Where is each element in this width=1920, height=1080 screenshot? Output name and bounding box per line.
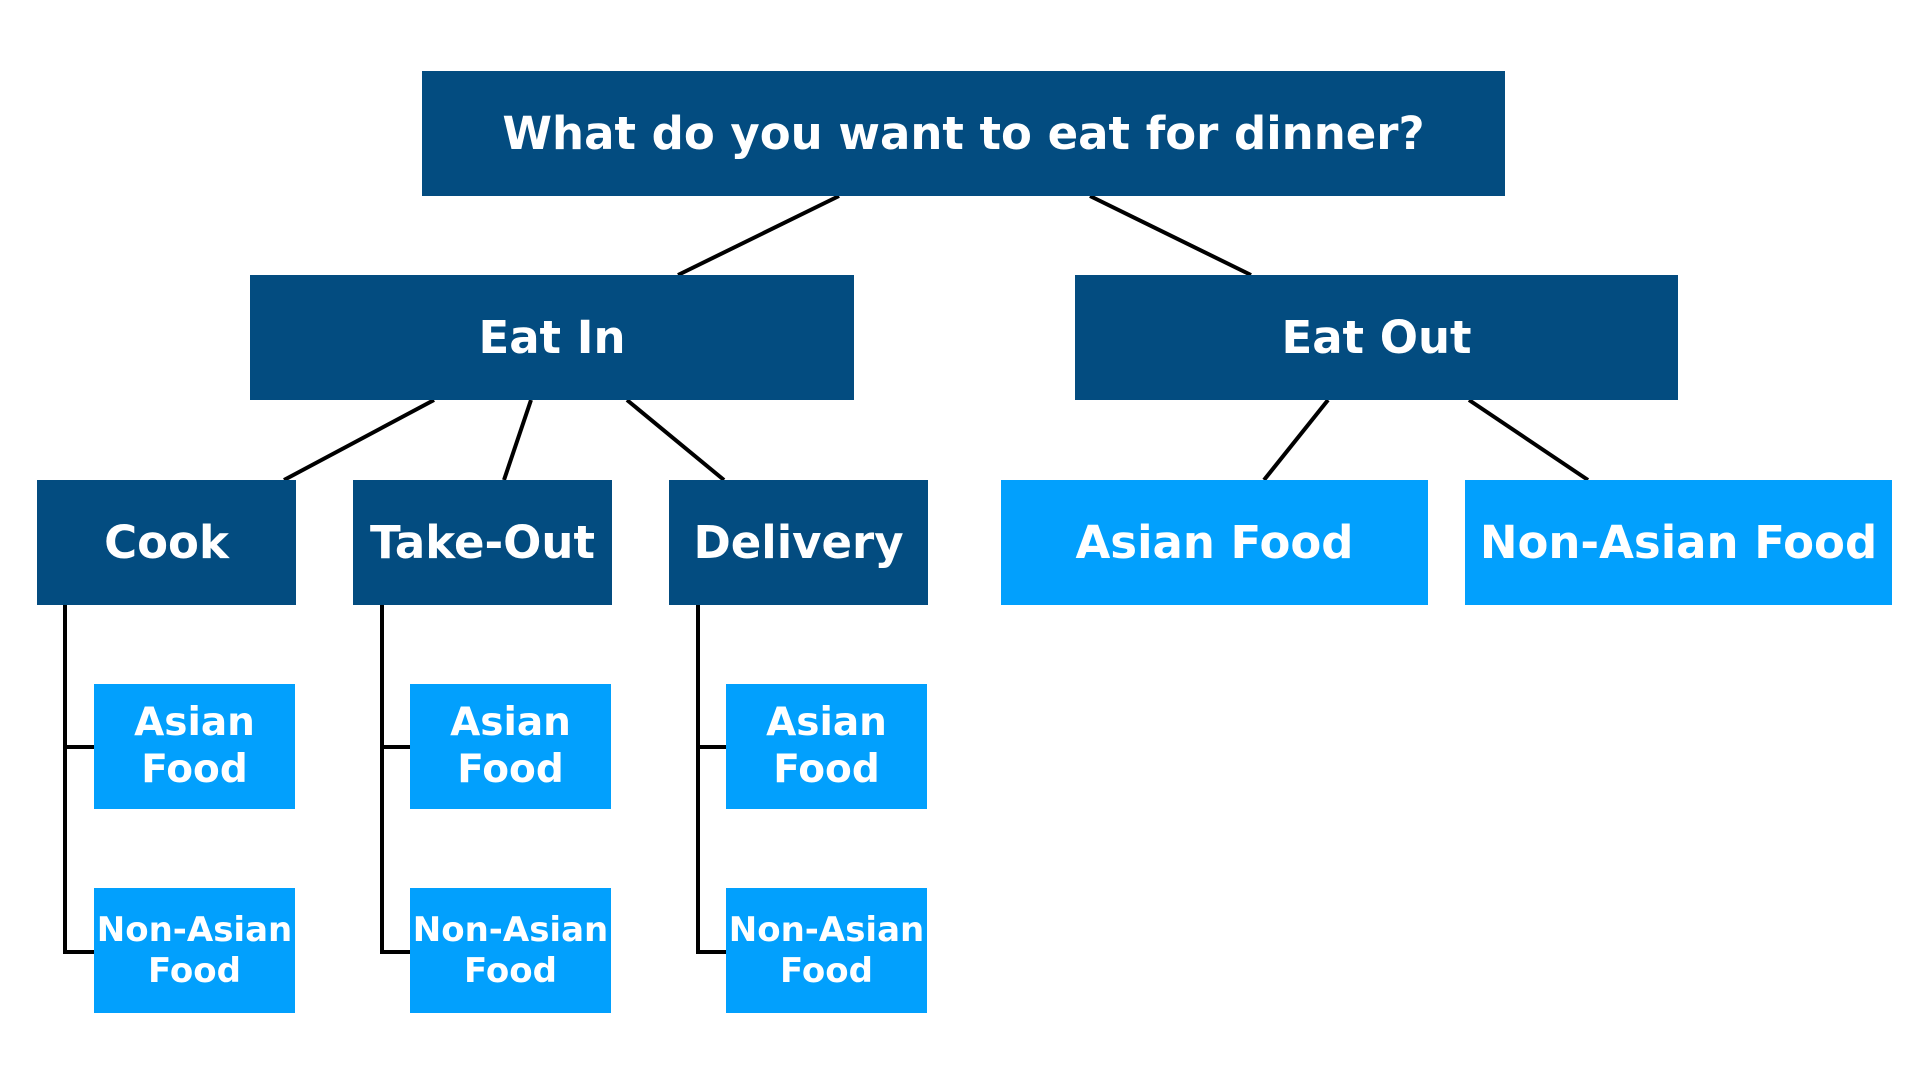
eat-in-label: Eat In: [478, 310, 626, 364]
root-question-label: What do you want to eat for dinner?: [502, 106, 1425, 160]
eat-in-box: Eat In: [250, 275, 854, 400]
connector-root-eat-out: [1089, 194, 1252, 277]
eat-out-asian-food-box: Asian Food: [1001, 480, 1428, 605]
eat-out-asian-food-label: Asian Food: [1075, 515, 1354, 569]
connector-eat-out-asian: [1262, 398, 1330, 482]
connector-takeout-leaves: [380, 605, 410, 954]
connector-root-eat-in: [677, 194, 840, 277]
cook-box: Cook: [37, 480, 296, 605]
take-out-non-asian-food-box: Non-Asian Food: [410, 888, 611, 1013]
connector-cook-leaves: [63, 605, 94, 954]
delivery-label: Delivery: [693, 515, 904, 569]
root-question-box: What do you want to eat for dinner?: [422, 71, 1505, 196]
eat-out-non-asian-food-label: Non-Asian Food: [1479, 515, 1878, 569]
take-out-non-asian-food-label: Non-Asian Food: [412, 909, 609, 991]
take-out-label: Take-Out: [370, 515, 595, 569]
connector-delivery-leaves: [696, 605, 726, 954]
cook-non-asian-food-box: Non-Asian Food: [94, 888, 295, 1013]
delivery-asian-food-label: Asian Food: [766, 699, 887, 792]
take-out-asian-food-box: Asian Food: [410, 684, 611, 809]
delivery-non-asian-food-box: Non-Asian Food: [726, 888, 927, 1013]
cook-asian-food-box: Asian Food: [94, 684, 295, 809]
connector-eat-in-cook: [283, 398, 435, 482]
eat-out-label: Eat Out: [1281, 310, 1472, 364]
cook-label: Cook: [104, 515, 229, 569]
connector-eat-out-nonasian: [1467, 398, 1590, 482]
delivery-non-asian-food-label: Non-Asian Food: [728, 909, 925, 991]
take-out-asian-food-label: Asian Food: [450, 699, 571, 792]
eat-out-non-asian-food-box: Non-Asian Food: [1465, 480, 1892, 605]
delivery-asian-food-box: Asian Food: [726, 684, 927, 809]
delivery-box: Delivery: [669, 480, 928, 605]
cook-non-asian-food-label: Non-Asian Food: [96, 909, 293, 991]
connector-eat-in-delivery: [625, 398, 726, 482]
cook-asian-food-label: Asian Food: [134, 699, 255, 792]
take-out-box: Take-Out: [353, 480, 612, 605]
eat-out-box: Eat Out: [1075, 275, 1678, 400]
connector-eat-in-takeout: [502, 399, 533, 481]
